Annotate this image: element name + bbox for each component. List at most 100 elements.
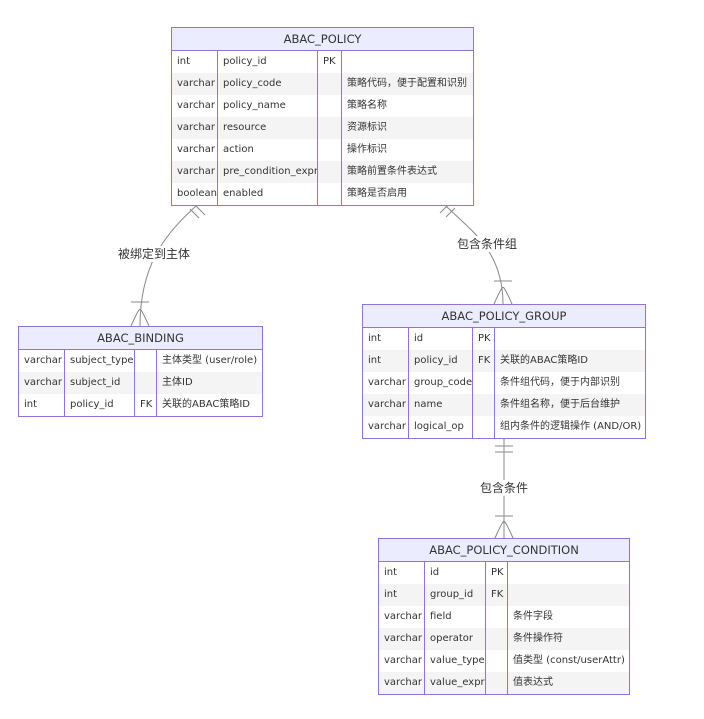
column-type: varchar [379,650,425,672]
column-comment [495,328,645,350]
column-comment: 策略是否启用 [347,188,407,199]
column-key [486,628,508,650]
column-type: varchar [363,416,409,438]
column-type: varchar [19,372,65,394]
column-name: pre_condition_expr [218,161,318,183]
column-comment: 策略名称 [347,100,387,111]
column-name: group_id [425,584,486,606]
column-key [318,139,342,161]
column-type: varchar [379,672,425,694]
marker-condition-many [494,520,514,539]
column-name: policy_id [218,51,318,73]
column-key [473,416,495,438]
column-type: varchar [379,628,425,650]
column-name: value_expr [425,672,486,694]
column-key [318,161,342,183]
column-name: operator [425,628,486,650]
column-key [135,350,157,372]
column-name: id [409,328,473,350]
column-key [473,394,495,416]
column-name: policy_id [65,394,135,416]
column-comment [508,584,629,606]
column-key [318,117,342,139]
column-name: value_type [425,650,486,672]
column-comment: 操作标识 [347,144,387,155]
column-comment: 条件组代码，便于内部识别 [500,377,620,388]
entity-title: ABAC_POLICY_GROUP [363,305,645,328]
relationship-label-binding: 被绑定到主体 [116,246,193,262]
column-type: varchar [363,394,409,416]
column-comment: 策略代码，便于配置和识别 [347,78,467,89]
column-key: FK [135,394,157,416]
column-key [473,372,495,394]
column-key [135,372,157,394]
column-key: PK [318,51,342,73]
column-comment: 策略前置条件表达式 [347,166,437,177]
entity-title: ABAC_POLICY_CONDITION [379,539,629,562]
entity-title: ABAC_BINDING [19,327,262,350]
column-name: id [425,562,486,584]
column-name: policy_name [218,95,318,117]
column-comment: 组内条件的逻辑操作 (AND/OR) [500,421,642,432]
column-type: varchar [172,139,218,161]
column-type: int [363,350,409,372]
column-comment: 关联的ABAC策略ID [500,355,588,366]
column-name: field [425,606,486,628]
column-type: int [19,394,65,416]
column-name: group_code [409,372,473,394]
column-name: subject_id [65,372,135,394]
column-name: policy_code [218,73,318,95]
marker-binding-many [130,308,150,327]
column-type: varchar [363,372,409,394]
column-key [318,95,342,117]
entity-title: ABAC_POLICY [172,28,473,51]
edge-policy-binding [139,204,198,327]
column-key: PK [473,328,495,350]
column-key [318,73,342,95]
column-comment: 值表达式 [513,677,553,688]
column-comment: 条件字段 [513,611,553,622]
column-type: varchar [172,161,218,183]
column-type: int [379,562,425,584]
column-type: varchar [19,350,65,372]
column-name: name [409,394,473,416]
relationship-label-group: 包含条件组 [455,236,520,252]
column-type: varchar [172,117,218,139]
column-type: boolean [172,183,218,205]
column-name: enabled [218,183,318,205]
column-name: subject_type [65,350,135,372]
column-name: logical_op [409,416,473,438]
column-key [486,672,508,694]
column-comment [342,51,473,73]
column-type: varchar [379,606,425,628]
column-comment: 条件操作符 [513,633,563,644]
column-name: policy_id [409,350,473,372]
column-comment: 主体类型 (user/role) [162,355,258,366]
column-key: FK [486,584,508,606]
column-comment [508,562,629,584]
column-key [318,183,342,205]
column-type: varchar [172,95,218,117]
marker-group-many [493,286,513,305]
column-comment: 资源标识 [347,122,387,133]
